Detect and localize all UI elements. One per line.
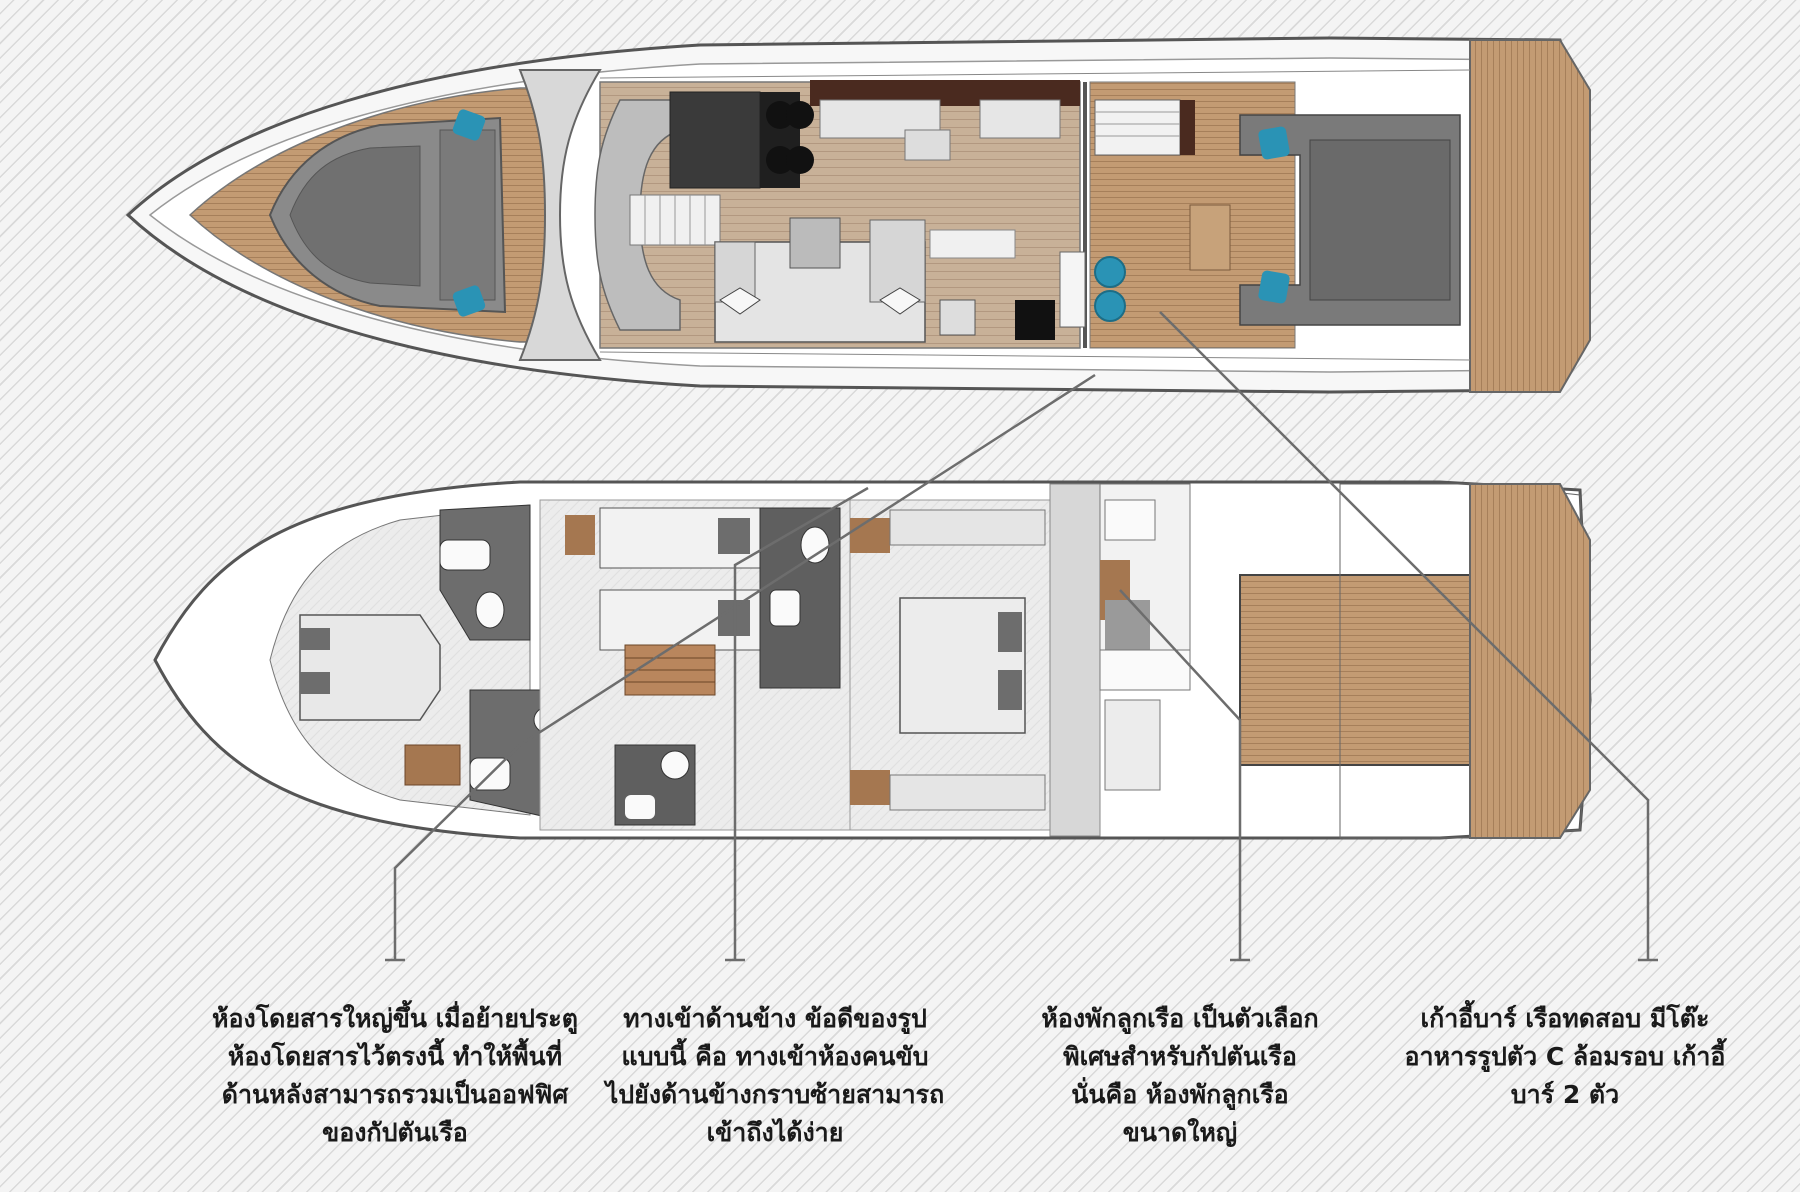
- cabin-stairs: [624, 644, 716, 696]
- leader-lines: [385, 311, 1658, 962]
- bar-stool-icon: [1094, 290, 1126, 322]
- swim-platform: [1469, 39, 1591, 393]
- windscreen: [518, 69, 602, 361]
- main-deck-plan: [125, 36, 1591, 394]
- bow-cushion-icon: [452, 285, 486, 317]
- caption-2: ทางเข้าด้านข้าง ข้อดีของรูป แบบนี้ คือ ท…: [605, 1004, 945, 1147]
- leader-line-3: [1119, 589, 1242, 960]
- bow-cushion-icon: [452, 109, 486, 141]
- forward-bed: [299, 614, 441, 721]
- cockpit-table: [1189, 204, 1231, 271]
- tender-garage: [1239, 574, 1471, 766]
- cockpit-cushion-icon: [1258, 126, 1290, 160]
- caption-3: ห้องพักลูกเรือ เป็นตัวเลือก พิเศษสำหรับก…: [1041, 1004, 1319, 1147]
- forward-head: [439, 504, 531, 641]
- leader-line-1: [393, 373, 1096, 960]
- leader-line-4: [1159, 311, 1650, 960]
- bar-stool-icon: [1094, 256, 1126, 288]
- stairs-down: [629, 194, 721, 246]
- flybridge-stairs: [1094, 99, 1195, 156]
- caption-1: ห้องโดยสารใหญ่ขึ้น เมื่อย้ายประตู ห้องโด…: [212, 1004, 578, 1147]
- engine-access: [1049, 483, 1101, 837]
- galley-unit: [669, 91, 761, 189]
- lower-swim-platform: [1469, 483, 1591, 839]
- lower-deck-plan: [153, 480, 1592, 840]
- caption-4: เก้าอี้บาร์ เรือทดสอบ มีโต๊ะ อาหารรูปตัว…: [1404, 1004, 1726, 1109]
- cockpit-cushion-icon: [1258, 270, 1290, 304]
- leader-line-2: [733, 486, 869, 960]
